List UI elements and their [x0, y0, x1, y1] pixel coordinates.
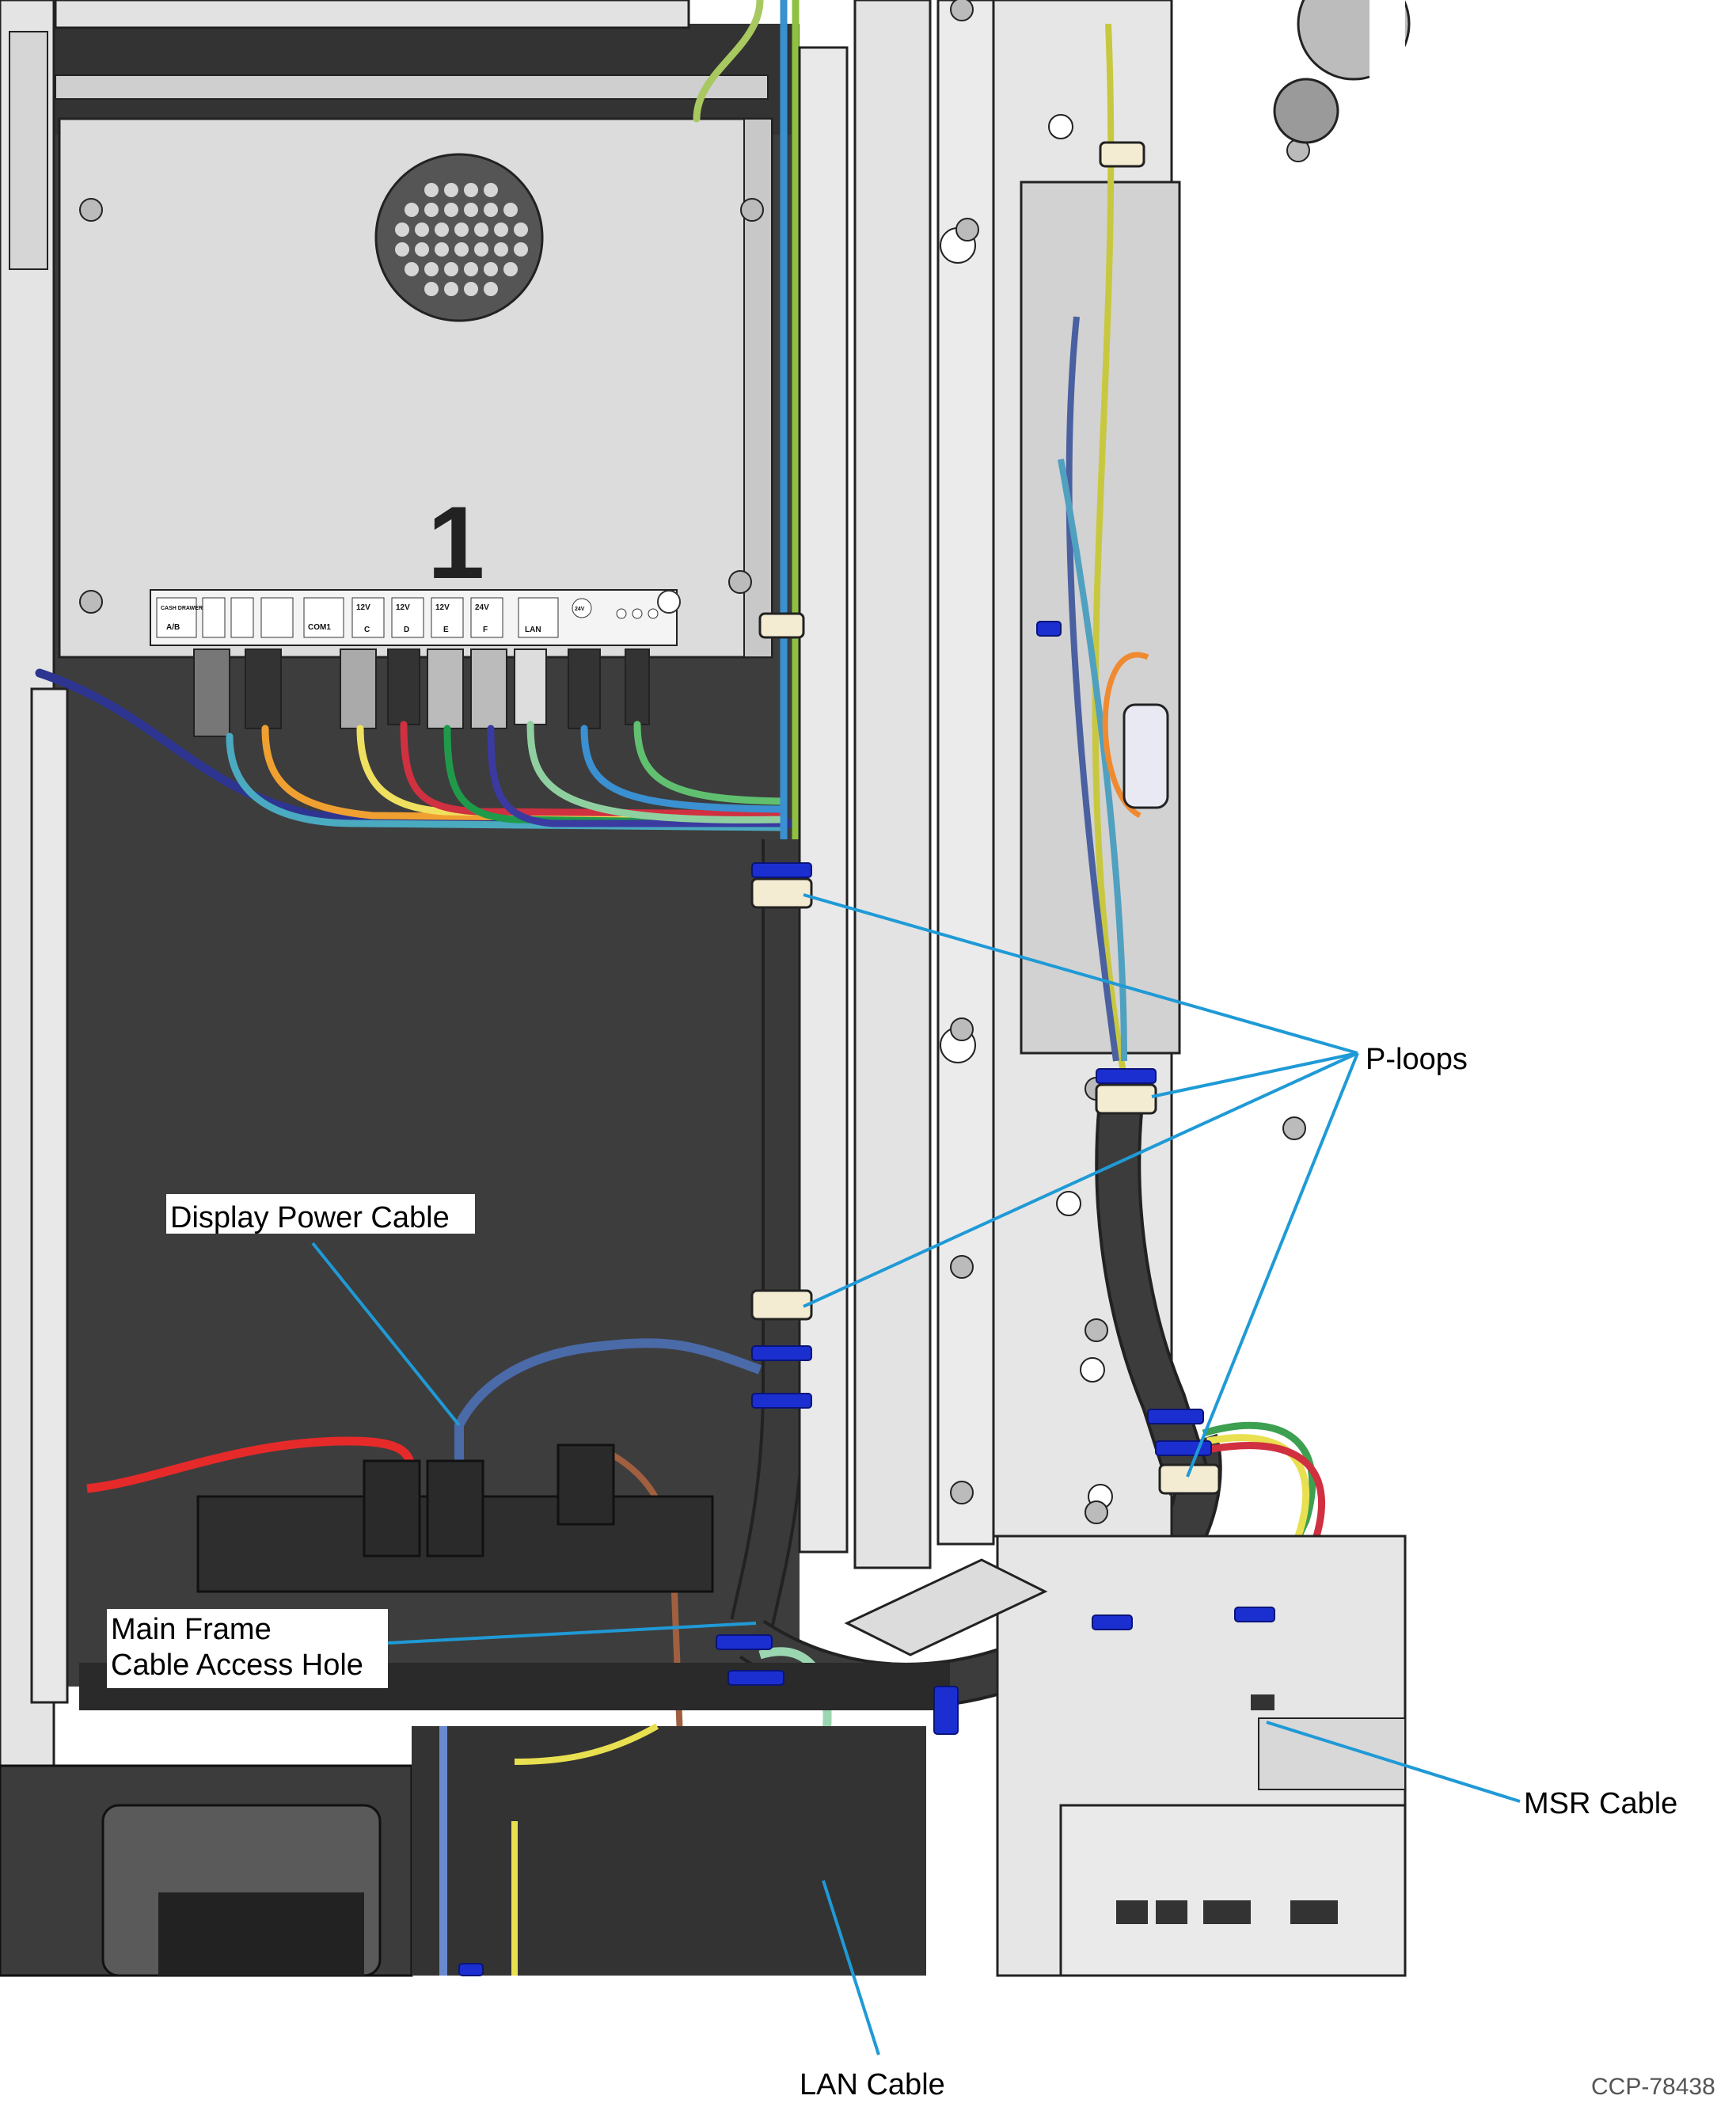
port-cables [35, 0, 800, 843]
svg-text:C: C [364, 626, 370, 634]
svg-text:CASH DRAWER: CASH DRAWER [161, 606, 203, 611]
msr-area [844, 1535, 1407, 1977]
p-loops-label: P-loops [1366, 1043, 1468, 1076]
main-frame-label-line1: Main Frame [111, 1613, 272, 1646]
p-loops [750, 141, 1221, 1495]
unit-number: 1 [427, 485, 484, 600]
port-lan-label: LAN [518, 597, 559, 638]
svg-text:A/B: A/B [166, 623, 180, 632]
port-24v-power-label: 24V [572, 590, 681, 619]
callout-lines [311, 893, 1521, 2056]
port-2nd-display-label [230, 597, 254, 638]
display-power-cable-label: Display Power Cable [170, 1201, 450, 1234]
port-cash-drawer-label: CASH DRAWER A/B [156, 597, 203, 638]
port-usb-ab-label [260, 597, 294, 638]
msr-cable-label: MSR Cable [1524, 1787, 1677, 1820]
svg-text:12V: 12V [435, 603, 450, 612]
pc-unit: 1 [58, 117, 773, 659]
svg-text:12V: 12V [356, 603, 370, 612]
figure-id: CCP-78438 [1591, 2074, 1715, 2100]
svg-text:E: E [443, 626, 449, 634]
svg-text:24V: 24V [575, 607, 585, 612]
port-connectors [193, 648, 650, 737]
svg-text:12V: 12V [396, 603, 410, 612]
svg-text:F: F [483, 626, 488, 634]
svg-text:24V: 24V [475, 603, 489, 612]
callout-labels: P-loops Display Power Cable Main Frame C… [107, 1043, 1715, 2101]
svg-text:D: D [404, 626, 409, 634]
port-12v-d-label: 12V D [391, 597, 424, 638]
port-com1-label: COM1 [303, 597, 344, 638]
lan-cable-label: LAN Cable [800, 2068, 945, 2101]
top-right-parts [1273, 0, 1411, 144]
svg-text:LAN: LAN [525, 626, 541, 634]
port-12v-c-label: 12V C [351, 597, 385, 638]
lower-cabinet [0, 1663, 950, 1977]
port-12v-e-label: 12V E [431, 597, 464, 638]
main-frame-label-line2: Cable Access Hole [111, 1649, 363, 1682]
power-strip [196, 1443, 714, 1593]
cable-harness-right [1058, 23, 1214, 1496]
cable-ties [458, 621, 1275, 1976]
port-display-port-label [202, 597, 226, 638]
svg-text:COM1: COM1 [308, 623, 331, 632]
port-labels: CASH DRAWER A/B COM1 12V C 12V D 12V [156, 590, 681, 638]
port-24v-f-label: 24V F [470, 597, 503, 638]
